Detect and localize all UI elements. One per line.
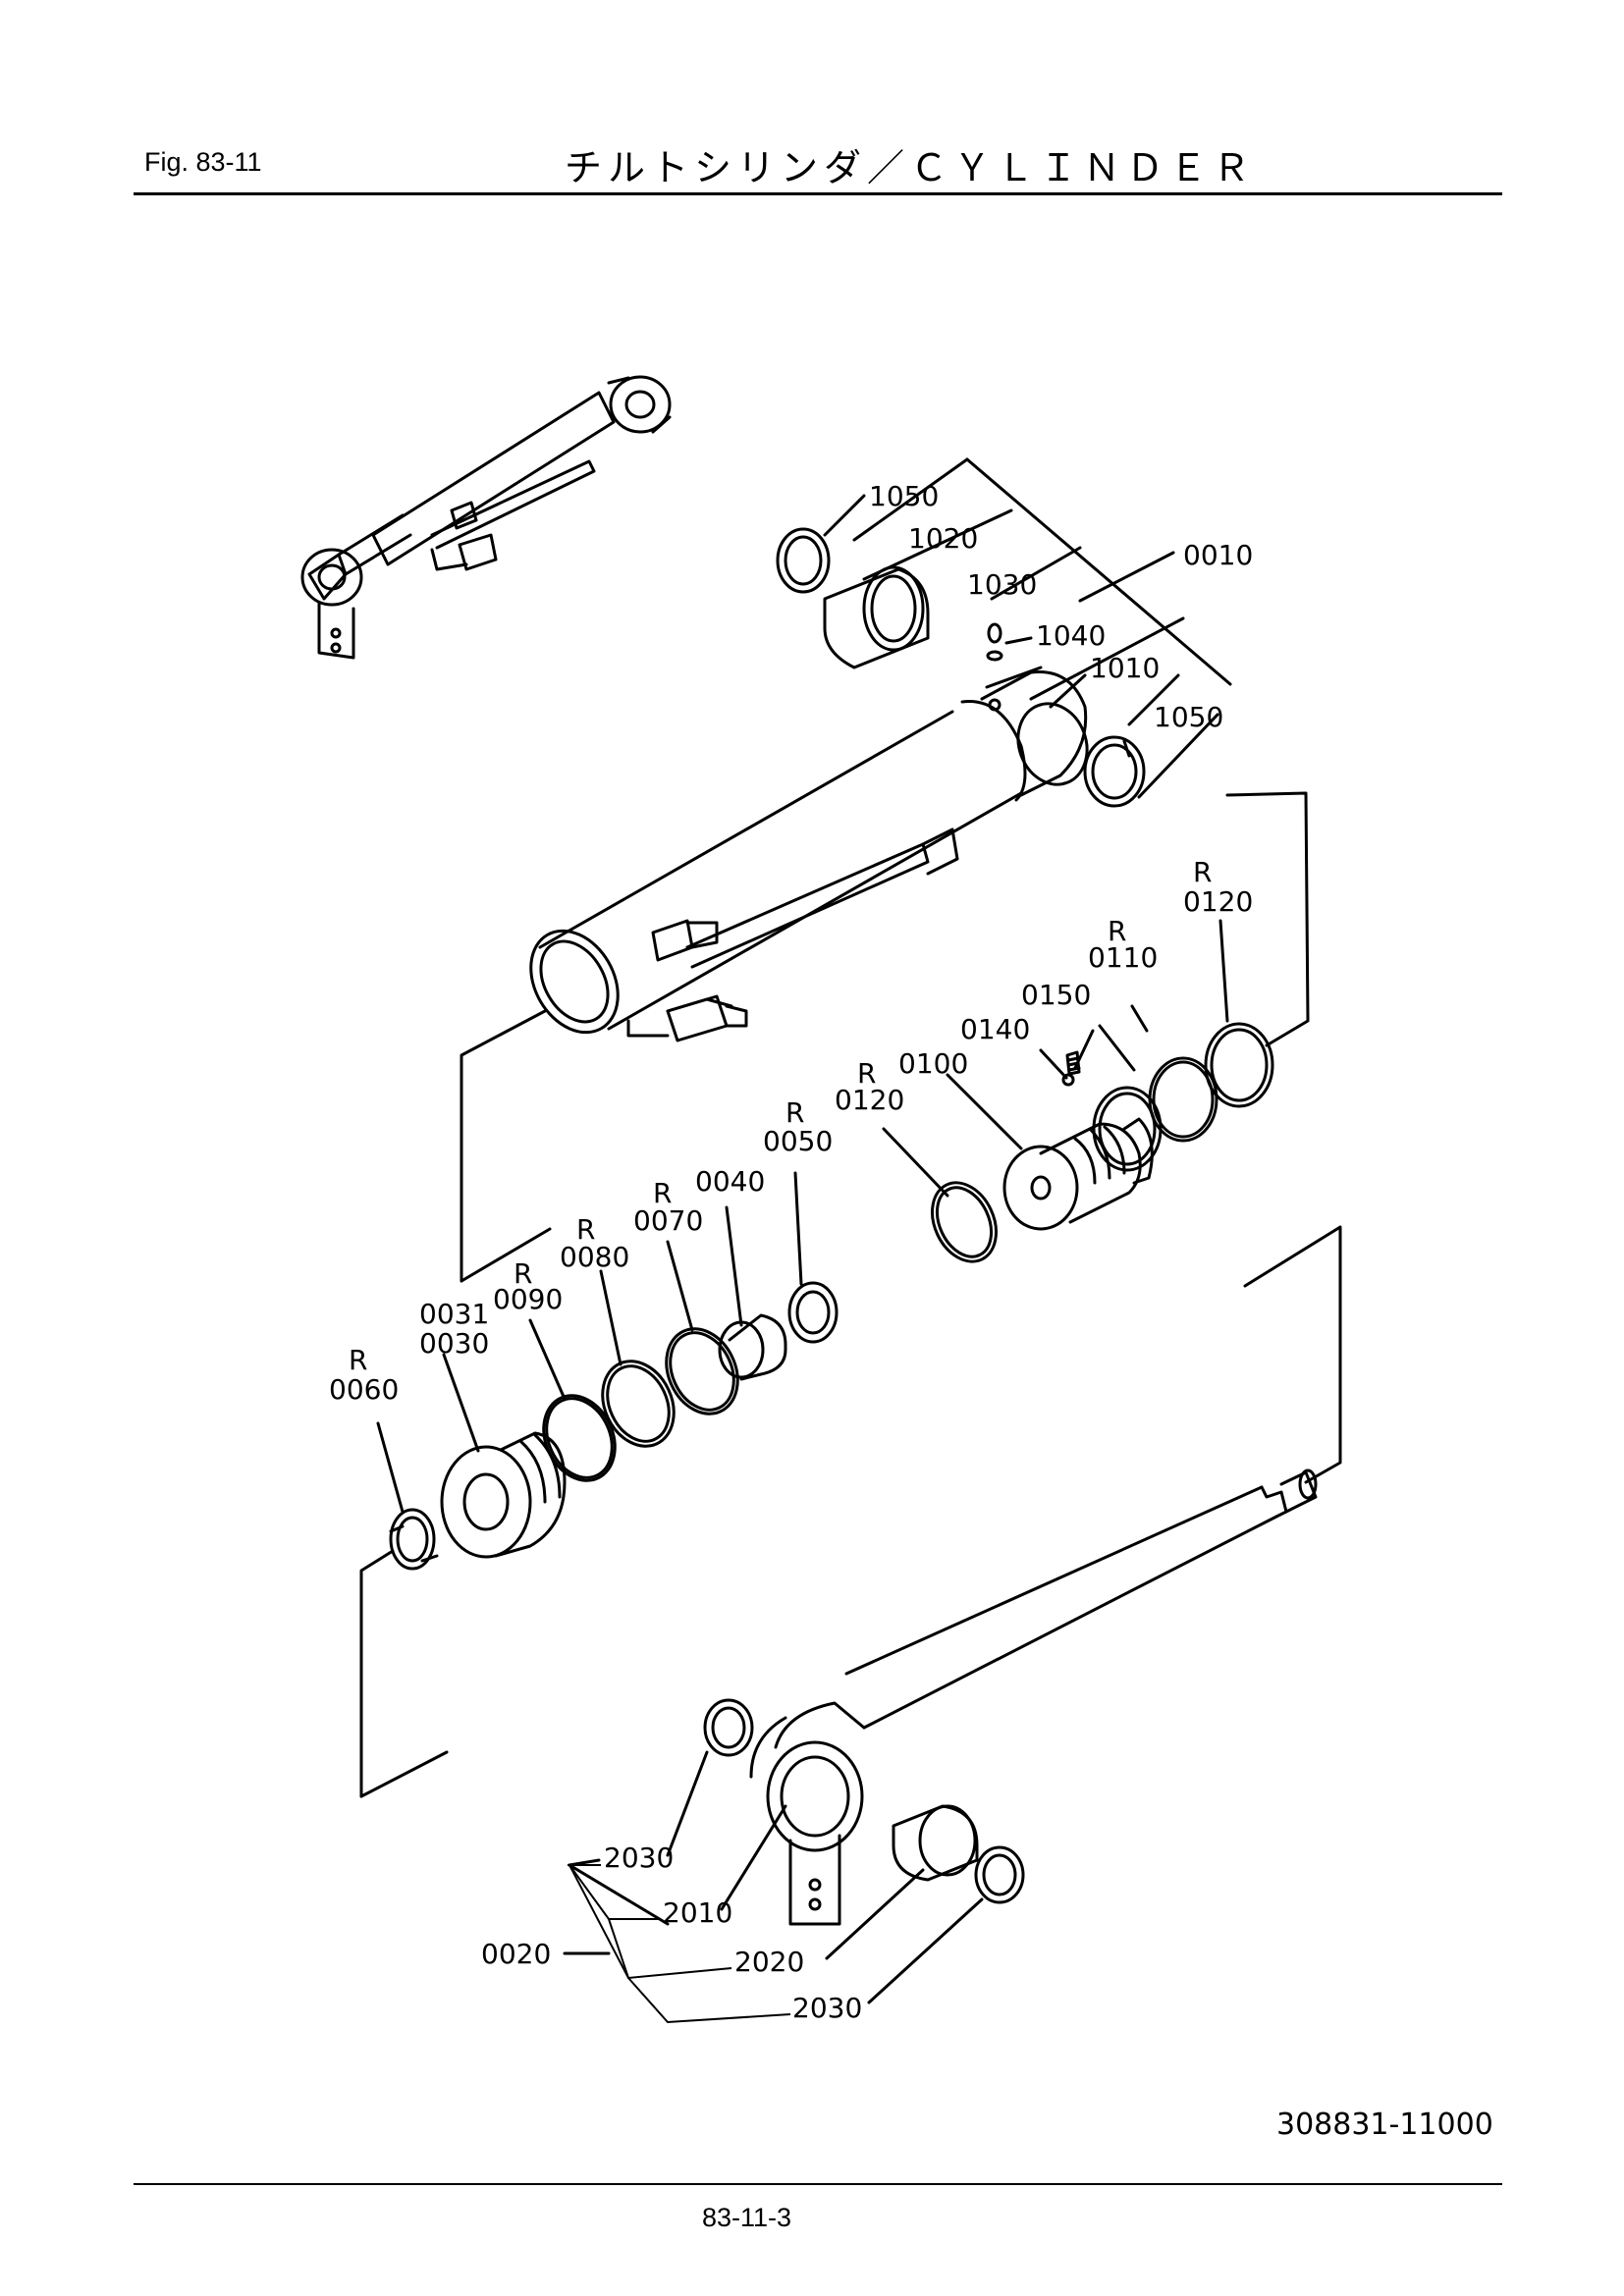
label-r-0060: R — [349, 1344, 367, 1376]
wear-ring-0120-left — [931, 1181, 998, 1263]
footer-rule — [134, 2183, 1502, 2185]
assembly-bracket-piston — [460, 791, 1310, 1283]
label-0050: 0050 — [763, 1125, 833, 1157]
label-0150: 0150 — [1021, 979, 1091, 1011]
label-r-0090: R — [514, 1257, 532, 1290]
bushing-2020 — [892, 1804, 979, 1882]
piston-0100 — [1002, 1117, 1154, 1231]
piston-seal-0110 — [1092, 1056, 1218, 1172]
label-0040: 0040 — [695, 1165, 765, 1198]
label-1020: 1020 — [908, 522, 978, 555]
label-underlines — [568, 1864, 791, 2024]
label-0020: 0020 — [481, 1938, 551, 1970]
dust-seal-2030-upper — [703, 1698, 754, 1757]
assembly-bracket-0010 — [852, 457, 1232, 686]
o-ring-0090 — [542, 1394, 617, 1482]
dust-seal-1050-left — [776, 527, 831, 594]
label-1050-right: 1050 — [1154, 701, 1223, 733]
backup-ring-0080 — [601, 1360, 676, 1448]
dust-seal-1050-right — [1083, 735, 1146, 808]
page-number: 83-11-3 — [702, 2203, 792, 2232]
label-2030-lower: 2030 — [792, 1992, 862, 2024]
leader-lines — [376, 494, 1229, 2004]
dust-seal-2030-lower — [974, 1845, 1025, 1904]
label-0010: 0010 — [1183, 539, 1253, 571]
label-0120-right: 0120 — [1183, 885, 1253, 918]
label-r-0050: R — [785, 1096, 804, 1129]
label-0070: 0070 — [633, 1204, 703, 1237]
drawing-number: 308831-11000 — [1276, 2108, 1493, 2142]
piston-rod-0020 — [749, 1468, 1318, 1926]
label-0110: 0110 — [1088, 941, 1158, 974]
label-r-0080: R — [576, 1213, 595, 1246]
label-1030: 1030 — [967, 568, 1037, 601]
label-0120-left: 0120 — [835, 1084, 904, 1116]
label-2030-upper: 2030 — [604, 1842, 674, 1874]
label-2010: 2010 — [663, 1896, 732, 1929]
seal-0050 — [787, 1281, 839, 1344]
cylinder-tube-0010 — [529, 666, 1089, 1042]
steel-ball-0140 — [1061, 1073, 1075, 1087]
rod-guide-0030 — [440, 1431, 567, 1559]
overview-cylinder-illustration — [300, 375, 672, 660]
label-r-0070: R — [653, 1177, 672, 1209]
label-0090: 0090 — [493, 1283, 563, 1315]
header-rule — [134, 192, 1502, 195]
label-1040: 1040 — [1036, 619, 1106, 652]
label-r-0110: R — [1108, 915, 1126, 947]
label-0140: 0140 — [960, 1013, 1030, 1045]
label-0080: 0080 — [560, 1241, 629, 1273]
label-0100: 0100 — [898, 1047, 968, 1080]
label-0060: 0060 — [329, 1373, 399, 1406]
bushing-0040 — [718, 1313, 787, 1381]
o-ring-0070 — [665, 1327, 739, 1415]
dust-seal-0060 — [389, 1508, 439, 1571]
label-1010: 1010 — [1090, 652, 1160, 684]
label-1050-top: 1050 — [869, 480, 939, 512]
part-labels: 1050 1020 0010 1030 1040 1010 1050 R 012… — [329, 480, 1253, 2024]
assembly-bracket-rod — [359, 1225, 1342, 1926]
label-r-0120-right: R — [1193, 856, 1212, 888]
label-0030: 0030 — [419, 1327, 489, 1360]
label-r-0120-left: R — [857, 1057, 876, 1090]
grease-fitting-1030 — [986, 622, 1003, 662]
wear-ring-0120-right — [1204, 1022, 1274, 1108]
page-title: チルトシリンダ／ＣＹＬＩＮＤＥＲ — [565, 146, 1257, 189]
figure-number: Fig. 83-11 — [144, 147, 262, 177]
label-0031: 0031 — [419, 1298, 489, 1330]
bushing-1020 — [823, 565, 930, 669]
label-2020: 2020 — [734, 1946, 804, 1978]
